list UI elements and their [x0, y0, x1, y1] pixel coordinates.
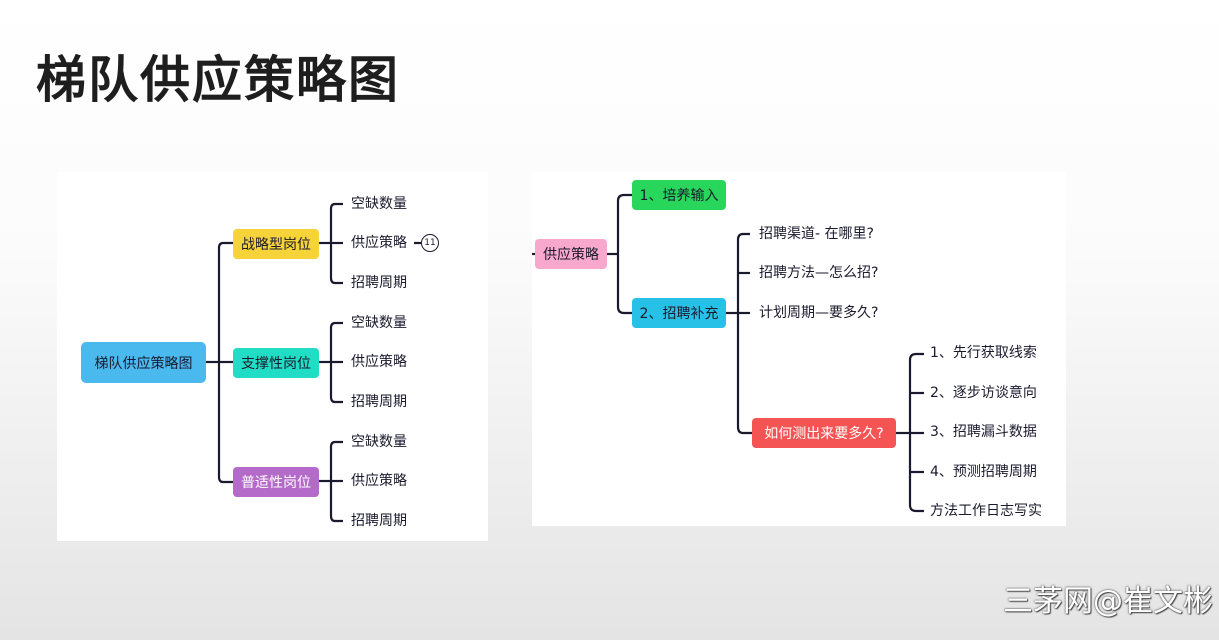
- leaf-vacancy-1[interactable]: 空缺数量: [351, 196, 407, 212]
- page-title: 梯队供应策略图: [36, 51, 400, 109]
- leaf-vacancy-3[interactable]: 空缺数量: [351, 434, 407, 450]
- branch-node-training-input[interactable]: 1、培养输入: [632, 180, 726, 210]
- leaf-step-2[interactable]: 2、逐步访谈意向: [930, 385, 1037, 401]
- leaf-step-3[interactable]: 3、招聘漏斗数据: [930, 424, 1037, 440]
- watermark-text: 三茅网@崔文彬: [1003, 584, 1213, 619]
- left-mind-map-panel: 梯队供应策略图 战略型岗位 支撑性岗位 普适性岗位 空缺数量 供应策略 招聘周期…: [57, 172, 488, 541]
- count-badge[interactable]: 11: [421, 234, 439, 252]
- leaf-supply-3[interactable]: 供应策略: [351, 473, 407, 489]
- leaf-cycle-1[interactable]: 招聘周期: [351, 275, 407, 291]
- leaf-method-log[interactable]: 方法工作日志写实: [930, 503, 1042, 519]
- leaf-supply-1[interactable]: 供应策略: [351, 235, 407, 251]
- leaf-plan-cycle[interactable]: 计划周期—要多久?: [759, 305, 879, 321]
- leaf-step-1[interactable]: 1、先行获取线索: [930, 345, 1037, 361]
- right-map-connectors: [532, 193, 924, 513]
- leaf-vacancy-2[interactable]: 空缺数量: [351, 315, 407, 331]
- leaf-cycle-2[interactable]: 招聘周期: [351, 394, 407, 410]
- strategy-root-node[interactable]: 供应策略: [535, 239, 607, 269]
- root-node[interactable]: 梯队供应策略图: [81, 342, 206, 383]
- branch-node-supporting[interactable]: 支撑性岗位: [233, 348, 319, 378]
- leaf-cycle-3[interactable]: 招聘周期: [351, 513, 407, 529]
- leaf-recruit-method[interactable]: 招聘方法—怎么招?: [759, 265, 879, 281]
- sub-node-measure-duration[interactable]: 如何测出来要多久?: [752, 418, 896, 448]
- branch-node-recruit-supplement[interactable]: 2、招聘补充: [632, 298, 726, 328]
- left-map-connectors: [206, 202, 421, 523]
- branch-node-general[interactable]: 普适性岗位: [233, 467, 319, 497]
- right-mind-map-panel: 供应策略 1、培养输入 2、招聘补充 招聘渠道- 在哪里? 招聘方法—怎么招? …: [532, 172, 1066, 526]
- leaf-step-4[interactable]: 4、预测招聘周期: [930, 464, 1037, 480]
- leaf-supply-2[interactable]: 供应策略: [351, 354, 407, 370]
- branch-node-strategic[interactable]: 战略型岗位: [233, 229, 319, 259]
- leaf-recruit-channel[interactable]: 招聘渠道- 在哪里?: [759, 226, 874, 242]
